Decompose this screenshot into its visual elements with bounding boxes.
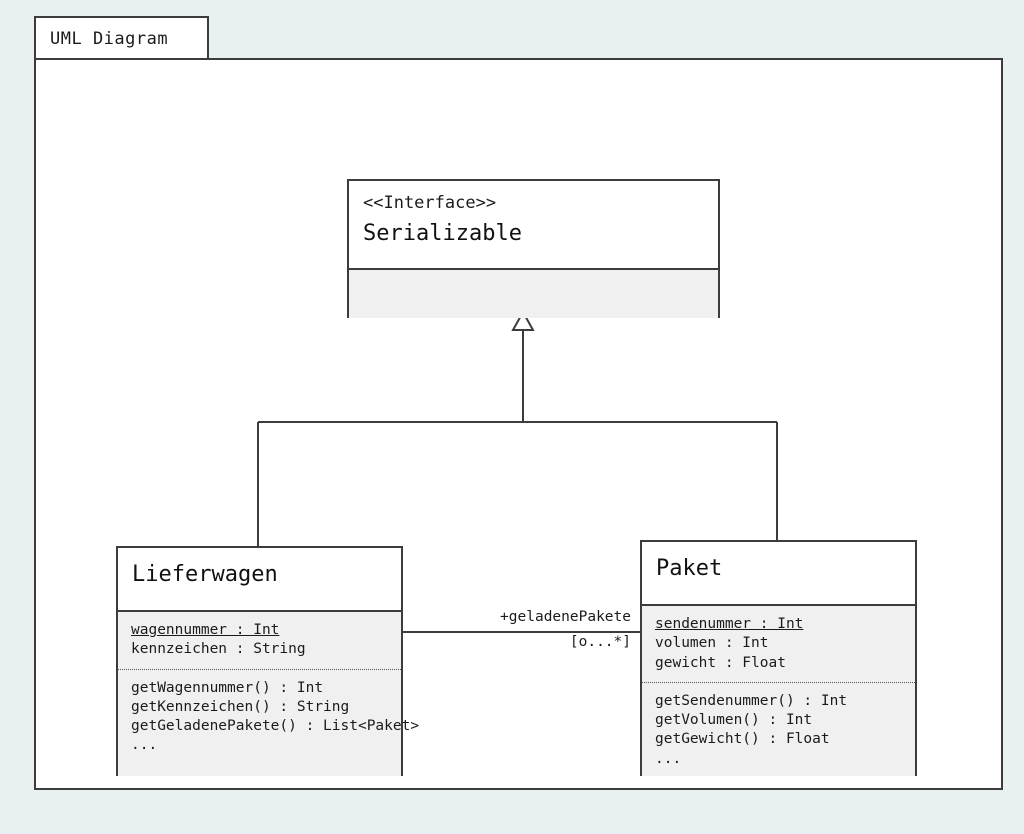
lieferwagen-operations: getWagennummer() : Int getKennzeichen() … <box>118 668 420 765</box>
operation-row: getVolumen() : Int <box>655 712 813 729</box>
operation-row: getWagennummer() : Int <box>131 679 324 696</box>
attribute-row: wagennummer : Int <box>131 621 388 640</box>
interface-stereotype: <<Interface>> <box>363 193 497 213</box>
diagram-canvas: <<Interface>> Serializable Lieferwagen w… <box>34 58 1003 790</box>
uml-diagram-frame: UML Diagram <box>34 16 1003 790</box>
paket-header: Paket <box>642 542 915 604</box>
operation-row-ellipsis: ... <box>655 750 682 767</box>
uml-interface-serializable[interactable]: <<Interface>> Serializable <box>347 179 720 318</box>
uml-class-paket[interactable]: Paket sendenummer : Int volumen : Int ge… <box>640 540 917 776</box>
operation-row: getSendenummer() : Int <box>655 692 848 709</box>
operation-row: getKennzeichen() : String <box>131 698 350 715</box>
attribute-text: sendenummer : Int <box>655 616 804 632</box>
paket-class-name: Paket <box>656 556 723 581</box>
lieferwagen-compartment: wagennummer : Int kennzeichen : String g… <box>118 610 420 776</box>
interface-name: Serializable <box>363 220 522 246</box>
attribute-row: kennzeichen : String <box>131 641 306 658</box>
paket-attributes: sendenummer : Int volumen : Int gewicht … <box>642 606 915 682</box>
diagram-frame-tab[interactable]: UML Diagram <box>34 16 209 59</box>
lieferwagen-header: Lieferwagen <box>118 548 401 610</box>
uml-canvas-inner: <<Interface>> Serializable Lieferwagen w… <box>36 60 1005 834</box>
association-multiplicity-label: [o...*] <box>569 634 631 650</box>
lieferwagen-class-name: Lieferwagen <box>132 562 278 587</box>
paket-operations: getSendenummer() : Int getVolumen() : In… <box>642 681 915 778</box>
diagram-frame-tab-label: UML Diagram <box>50 28 169 49</box>
attribute-row: gewicht : Float <box>655 654 786 671</box>
realization-connector-group <box>257 318 778 546</box>
operation-row: getGeladenePakete() : List<Paket> <box>131 718 420 735</box>
attribute-row: volumen : Int <box>655 635 769 652</box>
attribute-row: sendenummer : Int <box>655 615 902 634</box>
operation-row: getGewicht() : Float <box>655 731 830 748</box>
operation-row-ellipsis: ... <box>131 737 158 754</box>
interface-empty-compartment <box>349 268 718 318</box>
paket-compartment: sendenummer : Int volumen : Int gewicht … <box>642 604 915 776</box>
interface-header: <<Interface>> Serializable <box>349 181 718 268</box>
association-role-label: +geladenePakete <box>500 609 631 625</box>
uml-class-lieferwagen[interactable]: Lieferwagen wagennummer : Int kennzeiche… <box>116 546 420 776</box>
attribute-text: wagennummer : Int <box>131 622 280 638</box>
lieferwagen-attributes: wagennummer : Int kennzeichen : String <box>118 612 401 669</box>
